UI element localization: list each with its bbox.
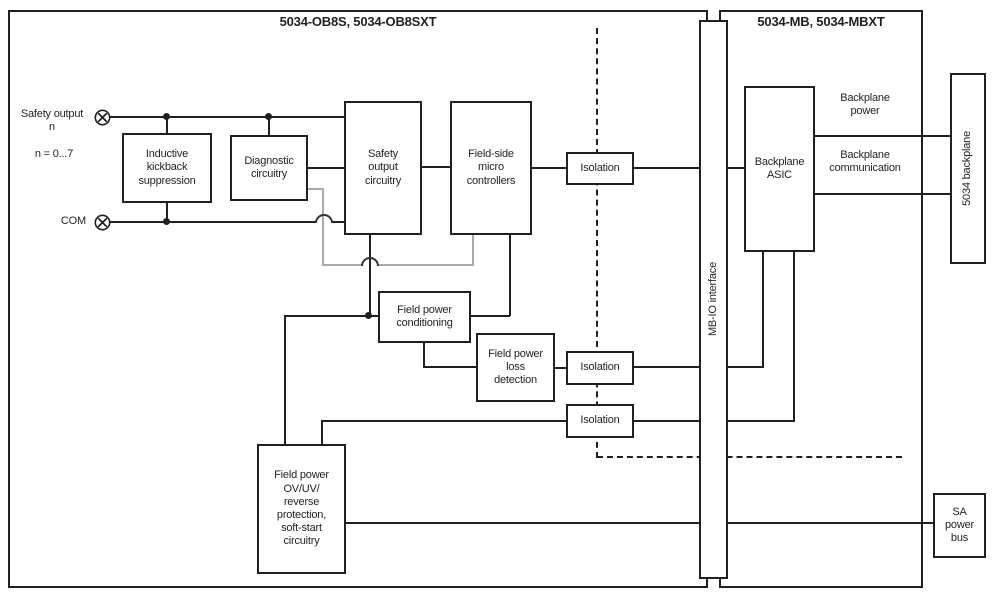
wire xyxy=(762,251,764,368)
box-label: Isolation xyxy=(580,161,620,174)
inductive-kickback-box: Inductive kickback suppression xyxy=(122,133,212,203)
sa-power-bus-box: SA power bus xyxy=(933,493,986,558)
left-module-title: 5034-OB8S, 5034-OB8SXT xyxy=(279,14,437,29)
box-label: Safety output circuitry xyxy=(364,148,402,187)
secondary-wire xyxy=(322,188,324,266)
isolation-box-3: Isolation xyxy=(566,404,634,438)
wire xyxy=(285,315,378,317)
wire xyxy=(728,522,933,524)
n-range-label: n = 0...7 xyxy=(34,148,74,160)
wire xyxy=(728,167,744,169)
wire xyxy=(110,221,317,223)
wire xyxy=(423,342,425,368)
right-module-title: 5034-MB, 5034-MBXT xyxy=(757,14,885,29)
wire xyxy=(634,366,699,368)
box-label: Field power loss detection xyxy=(488,347,543,387)
wire xyxy=(532,167,566,169)
wire xyxy=(322,420,566,422)
box-label: Field power OV/UV/ reverse protection, s… xyxy=(274,469,329,548)
wire xyxy=(110,116,344,118)
screw-terminal-icon xyxy=(94,214,111,231)
field-side-micro-box: Field-side micro controllers xyxy=(450,101,532,235)
wire xyxy=(471,315,510,317)
backplane-5034-box: 5034 backplane xyxy=(950,73,986,264)
backplane-power-wire xyxy=(815,135,950,137)
secondary-wire xyxy=(472,234,474,265)
isolation-box-1: Isolation xyxy=(566,152,634,185)
secondary-wire xyxy=(378,264,474,266)
isolation-box-2: Isolation xyxy=(566,351,634,385)
box-label: SA power bus xyxy=(945,505,974,545)
secondary-wire xyxy=(307,188,324,190)
junction-dot xyxy=(365,312,372,319)
junction-dot xyxy=(163,218,170,225)
junction-dot xyxy=(265,113,272,120)
field-power-loss-box: Field power loss detection xyxy=(476,333,555,402)
isolation-barrier-horizontal xyxy=(597,456,902,458)
field-power-conditioning-box: Field power conditioning xyxy=(378,291,471,343)
backplane-communication-label: Backplane communication xyxy=(829,149,901,175)
wire-hop-arc xyxy=(315,214,333,223)
safety-output-circuitry-box: Safety output circuitry xyxy=(344,101,422,235)
wire xyxy=(555,367,566,369)
com-label: COM xyxy=(60,215,86,227)
box-label: Field-side micro controllers xyxy=(466,148,516,187)
wire xyxy=(728,366,763,368)
wire xyxy=(422,166,450,168)
box-label: Field power conditioning xyxy=(396,303,453,329)
wire xyxy=(634,167,699,169)
wire xyxy=(307,167,344,169)
isolation-barrier-vertical xyxy=(596,28,598,458)
box-label: Isolation xyxy=(580,414,620,427)
field-power-protection-box: Field power OV/UV/ reverse protection, s… xyxy=(257,444,346,574)
box-label: Diagnostic circuitry xyxy=(244,154,294,180)
wire xyxy=(728,420,794,422)
wire xyxy=(509,235,511,316)
safety-output-label: Safety output n xyxy=(20,108,84,134)
wire-hop-arc xyxy=(361,257,379,266)
wire xyxy=(321,420,323,444)
backplane-power-label: Backplane power xyxy=(840,92,890,118)
box-label: Isolation xyxy=(580,361,620,374)
backplane-asic-box: Backplane ASIC xyxy=(744,86,815,252)
box-label: 5034 backplane xyxy=(961,131,974,206)
box-label: Backplane ASIC xyxy=(754,155,805,181)
wire xyxy=(424,366,476,368)
wire xyxy=(284,315,286,444)
wire xyxy=(331,221,344,223)
secondary-wire xyxy=(322,264,362,266)
wire xyxy=(166,117,168,133)
module-outline-ob8s xyxy=(8,10,708,588)
wire xyxy=(634,420,699,422)
wire xyxy=(166,202,168,222)
wire xyxy=(346,522,699,524)
diagnostic-circuitry-box: Diagnostic circuitry xyxy=(230,135,308,201)
wire xyxy=(268,117,270,135)
wire xyxy=(369,235,371,316)
mb-io-interface-bar: MB-IO interface xyxy=(699,20,728,579)
wire xyxy=(793,251,795,422)
backplane-communication-wire xyxy=(815,193,950,195)
bus-label: MB-IO interface xyxy=(706,262,719,337)
box-label: Inductive kickback suppression xyxy=(138,148,196,187)
junction-dot xyxy=(163,113,170,120)
screw-terminal-icon xyxy=(94,109,111,126)
